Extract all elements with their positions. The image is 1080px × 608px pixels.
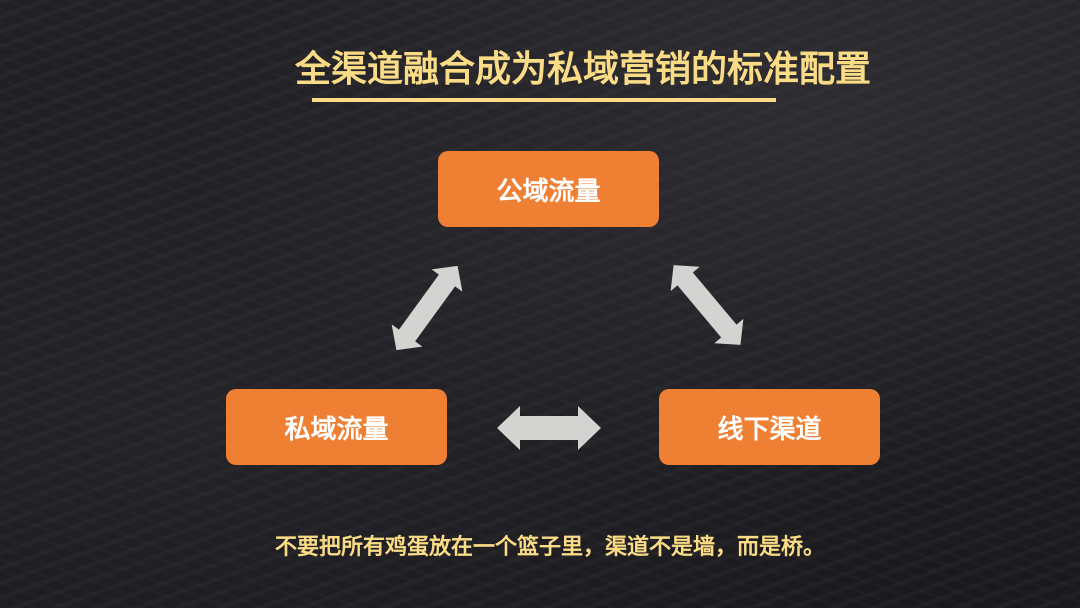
double-arrow-icon [391, 265, 463, 351]
double-arrow-icon [497, 406, 601, 450]
slide-quote: 不要把所有鸡蛋放在一个篮子里，渠道不是墙，而是桥。 [274, 535, 825, 560]
title-underline [312, 98, 776, 102]
node-public-traffic-label: 公域流量 [496, 176, 601, 207]
node-private-traffic-label: 私域流量 [284, 414, 389, 445]
node-private-traffic: 私域流量 [226, 389, 447, 465]
node-offline-channel-label: 线下渠道 [717, 414, 822, 445]
node-offline-channel: 线下渠道 [659, 389, 880, 465]
slide-title: 全渠道融合成为私域营销的标准配置 [294, 49, 871, 90]
double-arrow-icon [670, 265, 744, 345]
node-public-traffic: 公域流量 [438, 151, 659, 227]
